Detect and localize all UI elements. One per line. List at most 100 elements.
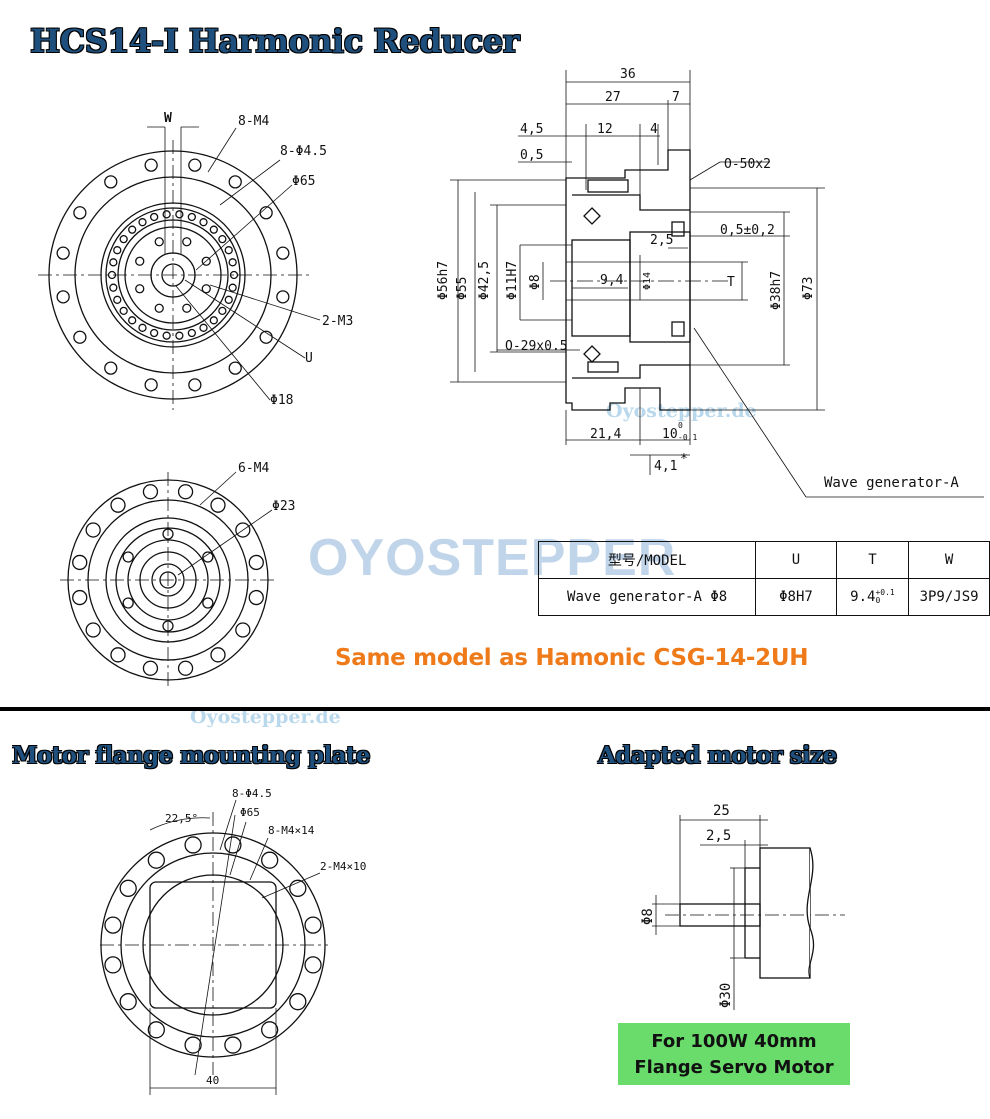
motor-label-line2: Flange Servo Motor (634, 1057, 834, 1078)
bearing-ball (187, 328, 197, 338)
dim-d18: Φ18 (270, 393, 293, 408)
sec-d56: Φ56h7 (436, 261, 451, 300)
bolt-hole (202, 551, 214, 563)
bearing-ball (209, 225, 218, 234)
sec-star: * (680, 452, 688, 467)
section-divider (0, 707, 990, 711)
bearing-ball (162, 331, 171, 340)
bearing-ball (187, 212, 197, 222)
flange-hole (184, 1036, 202, 1054)
flange-hole (304, 916, 322, 934)
motor-d30: Φ30 (718, 983, 734, 1008)
bolt-hole (201, 256, 211, 266)
mounting-hole (85, 522, 101, 538)
flange-plate-view (100, 799, 328, 1095)
bolt-hole (154, 303, 164, 313)
mounting-hole (104, 175, 118, 189)
cell-t-value: 9.4 (850, 589, 876, 605)
flange-hole (147, 1021, 165, 1039)
sec-7: 7 (672, 90, 680, 105)
bolt-hole (202, 597, 214, 609)
mounting-hole (210, 647, 226, 663)
main-title: HCS14-I Harmonic Reducer (30, 22, 520, 60)
bolt-hole (135, 256, 145, 266)
rear-d23: Φ23 (272, 499, 295, 514)
mounting-hole (110, 497, 126, 513)
bearing-ball (149, 212, 159, 222)
motor-shaft-view (652, 815, 845, 1010)
bearing-ball (199, 218, 208, 227)
mounting-hole (142, 660, 159, 676)
flange-hole (147, 851, 165, 869)
flange-hole (304, 956, 322, 974)
sec-10-tol-up: 0 (678, 421, 683, 430)
header-t: T (835, 541, 910, 579)
flange-w40: 40 (206, 1074, 219, 1087)
flange-hole (289, 879, 307, 897)
header-model: 型号/MODEL (537, 541, 757, 579)
mounting-hole (276, 290, 290, 304)
sec-d425: Φ42,5 (477, 261, 492, 300)
sec-45: 4,5 (520, 122, 543, 137)
bearing-ball (128, 316, 137, 325)
bearing-ball (175, 331, 184, 340)
sec-t: T (727, 275, 735, 290)
mounting-hole (73, 330, 87, 344)
mounting-hole (235, 522, 251, 538)
sec-4: 4 (650, 122, 658, 137)
mounting-hole (259, 330, 273, 344)
sec-36: 36 (620, 67, 636, 82)
dim-8-hole: 8-Φ4.5 (280, 144, 327, 159)
cell-w: 3P9/JS9 (908, 578, 990, 616)
flange-angle: 22,5° (165, 812, 198, 825)
mounting-hole (188, 158, 202, 172)
sec-d55: Φ55 (455, 277, 470, 300)
dim-w: W (164, 111, 172, 126)
flange-hole (224, 836, 242, 854)
header-w: W (908, 541, 990, 579)
flange-hole (104, 956, 122, 974)
sec-41: 4,1 (654, 459, 677, 474)
sec-94: 9,4 (600, 273, 624, 288)
dim-8-m4: 8-M4 (238, 114, 269, 129)
bolt-hole (135, 284, 145, 294)
mounting-hole (177, 660, 194, 676)
spec-table: 型号/MODEL U T W Wave generator-A Φ8 Φ8H7 … (537, 541, 990, 616)
bearing-ball (228, 258, 237, 267)
sec-d38: Φ38h7 (769, 271, 784, 310)
flange-m4x14: 8-M4×14 (268, 824, 315, 837)
sec-10-tol-dn: -0.1 (678, 433, 697, 442)
rear-6-m4: 6-M4 (238, 461, 269, 476)
watermark-text-1: Oyostepper.de (606, 400, 757, 422)
bolt-hole (122, 597, 134, 609)
mounting-hole (85, 622, 101, 638)
sec-10: 10 (662, 427, 678, 442)
bearing-ball (224, 246, 233, 255)
mounting-hole (235, 622, 251, 638)
sec-d14: Φ14 (642, 272, 653, 290)
header-u: U (755, 541, 837, 579)
bearing-ball (109, 258, 118, 267)
bearing-ball (199, 323, 208, 332)
mounting-hole (144, 158, 158, 172)
sec-214: 21,4 (590, 427, 621, 442)
dim-2-m3: 2-M3 (322, 314, 353, 329)
mounting-hole (110, 647, 126, 663)
flange-hole (104, 916, 122, 934)
mounting-hole (248, 554, 264, 571)
flange-hole (289, 993, 307, 1011)
mounting-hole (73, 206, 87, 220)
bolt-hole (182, 303, 192, 313)
sec-05: 0,5 (520, 148, 543, 163)
sec-12: 12 (597, 122, 613, 137)
table-header-row: 型号/MODEL U T W (537, 541, 990, 579)
mounting-hole (177, 484, 194, 500)
motor-25: 25 (713, 803, 730, 819)
flange-hole: 8-Φ4.5 (232, 787, 272, 800)
dim-d65: Φ65 (292, 174, 315, 189)
bearing-ball (138, 323, 147, 332)
flange-hole (119, 879, 137, 897)
sec-oring2: O-29x0.5 (505, 339, 568, 354)
mounting-hole (56, 290, 70, 304)
